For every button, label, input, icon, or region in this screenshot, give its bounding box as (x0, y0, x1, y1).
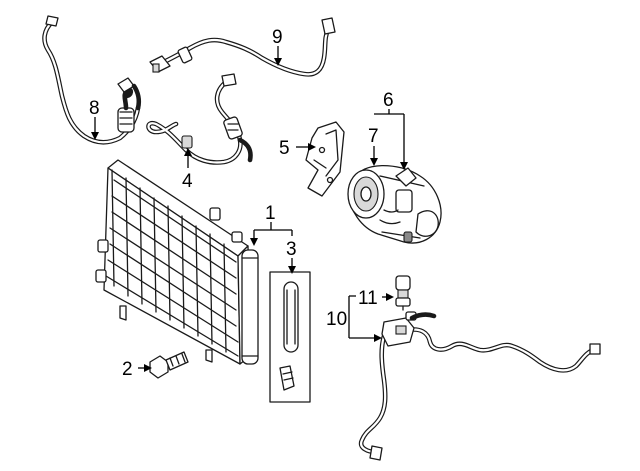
callout-9: 9 (272, 27, 283, 48)
callout-3: 3 (286, 239, 297, 260)
callout-4: 4 (182, 171, 193, 192)
callout-1: 1 (265, 203, 276, 224)
callout-5: 5 (279, 138, 290, 159)
receiver-kit-part-3[interactable] (269, 271, 311, 403)
callout-7: 7 (368, 126, 379, 147)
bolt-part-2[interactable] (149, 351, 189, 379)
leader-lines (91, 46, 408, 372)
callout-11: 11 (358, 288, 378, 309)
callout-10: 10 (326, 309, 347, 330)
discharge-hose-part-8[interactable] (42, 15, 142, 145)
pressure-switch-part-11[interactable] (395, 275, 411, 311)
pressure-line-part-9[interactable] (149, 17, 336, 77)
bracket-part-5[interactable] (305, 121, 345, 197)
condenser-part-1[interactable] (95, 159, 259, 365)
suction-hose-part-4[interactable] (146, 73, 253, 165)
compressor-part-6[interactable] (347, 164, 442, 244)
callout-6: 6 (383, 90, 394, 111)
callout-2: 2 (122, 359, 133, 380)
liquid-line-part-10[interactable] (358, 311, 601, 461)
callout-8: 8 (89, 98, 100, 119)
callout-numbers: 8 9 4 5 6 7 1 3 2 10 11 (89, 27, 394, 380)
